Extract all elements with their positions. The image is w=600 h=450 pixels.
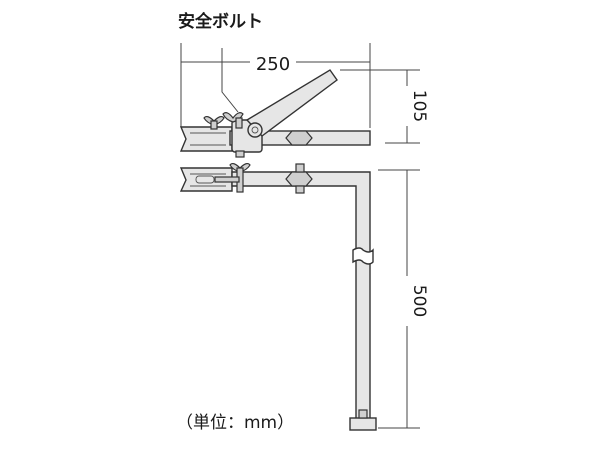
rod-height-value: 500 (409, 285, 429, 317)
hinge-pin (247, 122, 263, 138)
rod-height-dimension: 500 (378, 169, 429, 429)
lower-clamp (179, 162, 377, 431)
width-dimension-value: 250 (256, 54, 290, 75)
upper-clamp (179, 69, 371, 158)
wing-bolt-left (203, 115, 225, 130)
lever-height-dimension: 105 (340, 69, 429, 144)
safety-wing-bolt (222, 112, 244, 129)
safety-bolt-label: 安全ボルト (178, 11, 263, 32)
lever-height-value: 105 (409, 90, 429, 122)
width-dimension: 250 (180, 43, 371, 128)
rod-foot (349, 417, 377, 431)
wing-bolt-lower (214, 162, 251, 193)
l-rod (231, 171, 371, 421)
unit-label: （単位：mm） (176, 413, 294, 433)
hex-nut (285, 130, 313, 146)
safety-bolt-leader (221, 48, 239, 113)
hex-nut-lower (285, 171, 313, 187)
